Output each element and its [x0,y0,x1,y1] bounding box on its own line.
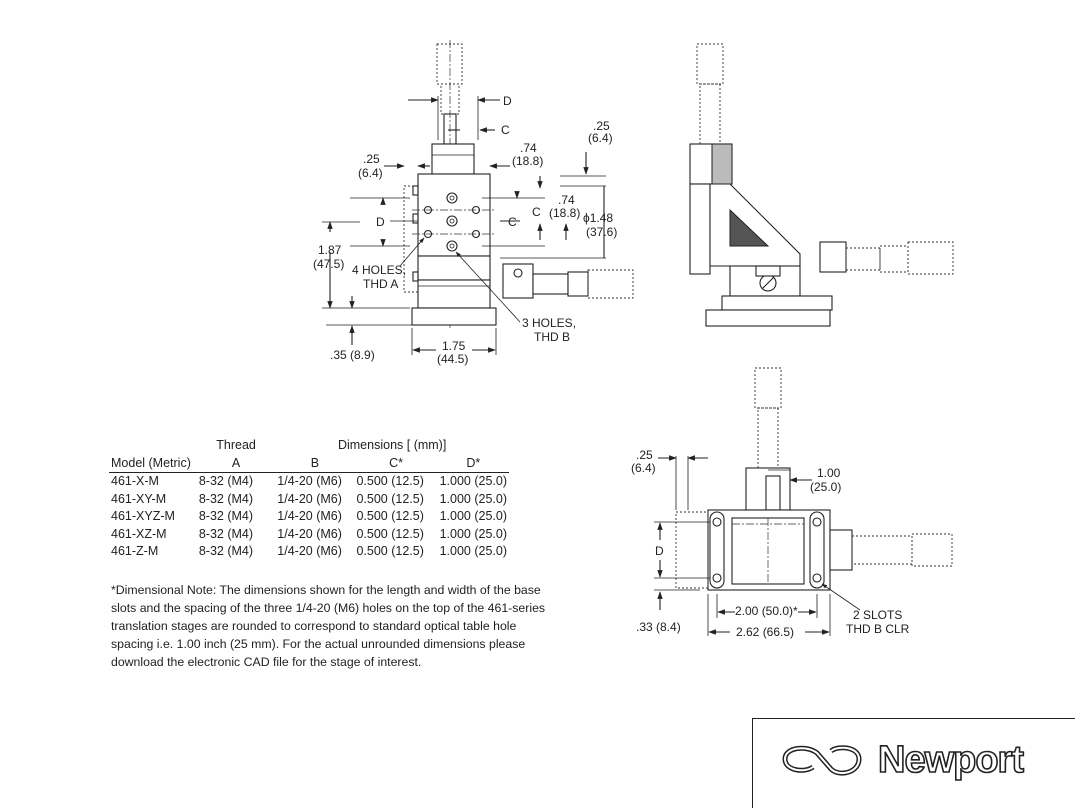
top-view: .25 (6.4) 1.00 (25.0) D .33 (8.4) 2.00 (… [631,367,953,639]
front-view: D C .25 (6.4) .74 (18.8) D C 1.87 (47.5)… [313,40,634,366]
top-slots: 2 SLOTS [853,608,902,622]
table-cell: 1/4-20 (M6) [277,491,342,506]
table-cell: 1.000 (25.0) [439,509,507,523]
top-dim-200: 2.00 (50.0)* [735,604,798,618]
front-dim-035: .35 (8.9) [330,348,375,362]
dimensions-table: Thread Dimensions [ (mm)] Model (Metric)… [109,437,509,561]
table-cell: 8-32 (M4) [198,526,254,541]
table-cell: 0.500 (12.5) [356,474,424,488]
table-cell: 461-Z-M [111,544,159,558]
table-row: 461-XZ-M 8-32 (M4) 1/4-20 (M6) 0.500 (12… [109,526,509,544]
front-dim-025-mm: (6.4) [358,166,383,180]
table-cell: 0.500 (12.5) [356,544,424,558]
front-dim-187-mm: (47.5) [313,257,344,271]
front-dim-148-mm: (37.6) [586,225,617,239]
table-row: 461-X-M 8-32 (M4) 1/4-20 (M6) 0.500 (12.… [109,473,509,491]
top-dim-100: 1.00 [817,466,841,480]
table-cell: 8-32 (M4) [198,544,254,558]
table-cell: 1/4-20 (M6) [277,509,342,523]
side-view [689,43,954,327]
table-cell: 1/4-20 (M6) [277,544,342,558]
front-c-label-top: C [501,123,510,137]
front-dim-025r: .25 [593,119,610,133]
table-cell: 0.500 (12.5) [356,526,424,541]
front-dim-074: .74 [520,141,537,155]
table-cell: 461-X-M [111,474,159,488]
top-d-label: D [655,544,664,558]
table-cell: 1.000 (25.0) [439,544,507,558]
front-base-plate [411,307,497,326]
table-header-model: Model (Metric) [109,454,195,473]
table-cell: 1.000 (25.0) [439,491,507,506]
table-row: 461-Z-M 8-32 (M4) 1/4-20 (M6) 0.500 (12.… [109,543,509,561]
table-row: 461-XY-M 8-32 (M4) 1/4-20 (M6) 0.500 (12… [109,491,509,509]
front-c-label-right: C [532,205,541,219]
front-dim-074b: .74 [558,193,575,207]
front-c-label-mid: C [508,215,517,229]
top-slots-thd: THD B CLR [846,622,910,636]
table-row: 461-XYZ-M 8-32 (M4) 1/4-20 (M6) 0.500 (1… [109,508,509,526]
table-cell: 8-32 (M4) [198,474,254,488]
front-upper-block [431,143,475,175]
front-holes-a: 4 HOLES, [352,263,406,277]
front-thd-a: THD A [363,277,398,291]
front-dim-175: 1.75 [442,339,466,353]
table-group-dims: Dimensions [ (mm)] [337,438,447,452]
front-dim-074-mm: (18.8) [512,154,543,168]
front-side-micrometer [502,263,634,299]
front-carriage [417,173,491,257]
front-dim-148: ϕ1.48 [583,211,613,225]
table-cell: 0.500 (12.5) [356,509,424,523]
front-thd-b: THD B [534,330,570,344]
front-dim-187: 1.87 [318,243,342,257]
table-header-c: C* [354,454,438,473]
top-dim-100-mm: (25.0) [810,480,841,494]
table-cell: 1/4-20 (M6) [277,474,342,488]
table-group-thread: Thread [216,438,256,452]
top-dim-025: .25 [636,448,653,462]
logo-box: Newport [752,718,1075,808]
table-cell: 1.000 (25.0) [439,474,507,488]
top-dim-033: .33 (8.4) [636,620,681,634]
front-dim-175-mm: (44.5) [437,352,468,366]
table-header-b: B [275,454,355,473]
top-dim-262: 2.62 (66.5) [736,625,794,639]
top-dim-025-mm: (6.4) [631,461,656,475]
table-cell: 461-XY-M [111,491,167,506]
front-d-label-top: D [503,94,512,108]
front-dim-074b-mm: (18.8) [549,206,580,220]
front-holes-b: 3 HOLES, [522,316,576,330]
table-cell: 461-XYZ-M [111,509,175,523]
table-cell: 1.000 (25.0) [439,526,507,541]
dimensional-note: *Dimensional Note: The dimensions shown … [111,583,546,669]
table-header-d: D* [437,454,509,473]
table-cell: 8-32 (M4) [198,509,254,523]
table-cell: 1/4-20 (M6) [277,526,342,541]
front-holes [412,192,494,252]
newport-logo-text: Newport [877,738,1025,782]
front-d-label-side: D [376,215,385,229]
front-dim-025: .25 [363,152,380,166]
newport-swirl-logo-icon [782,745,862,776]
table-header-a: A [194,454,276,473]
front-dim-025r-mm: (6.4) [588,131,613,145]
table-cell: 8-32 (M4) [198,491,254,506]
table-cell: 461-XZ-M [111,526,167,541]
table-cell: 0.500 (12.5) [356,491,424,506]
